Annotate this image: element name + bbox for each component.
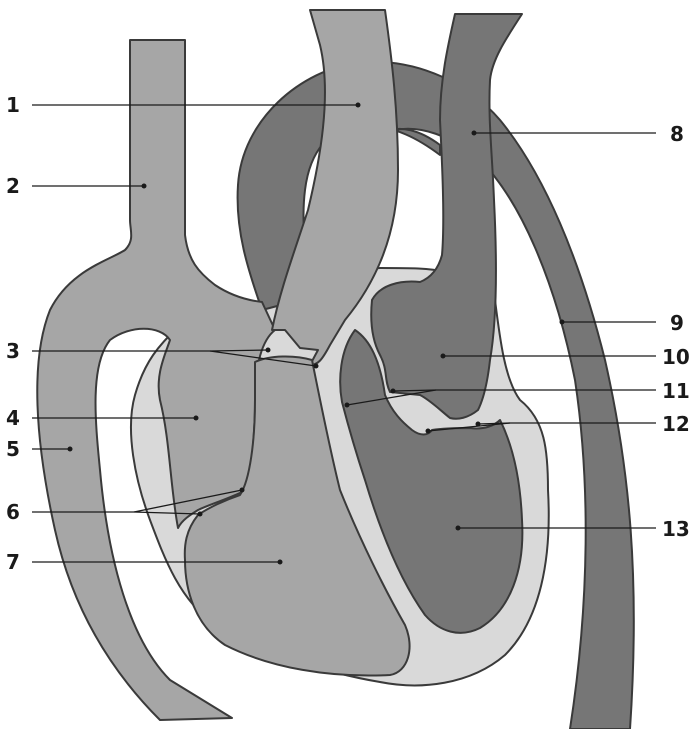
- label-5: 5: [6, 437, 20, 461]
- label-1: 1: [6, 93, 20, 117]
- label-3: 3: [6, 339, 20, 363]
- label-4: 4: [6, 406, 20, 430]
- label-11: 11: [662, 379, 690, 403]
- label-10: 10: [662, 345, 690, 369]
- label-9: 9: [670, 311, 684, 335]
- label-2: 2: [6, 174, 20, 198]
- label-8: 8: [670, 122, 684, 146]
- label-6: 6: [6, 500, 20, 524]
- label-7: 7: [6, 550, 20, 574]
- label-13: 13: [662, 517, 690, 541]
- label-12: 12: [662, 412, 690, 436]
